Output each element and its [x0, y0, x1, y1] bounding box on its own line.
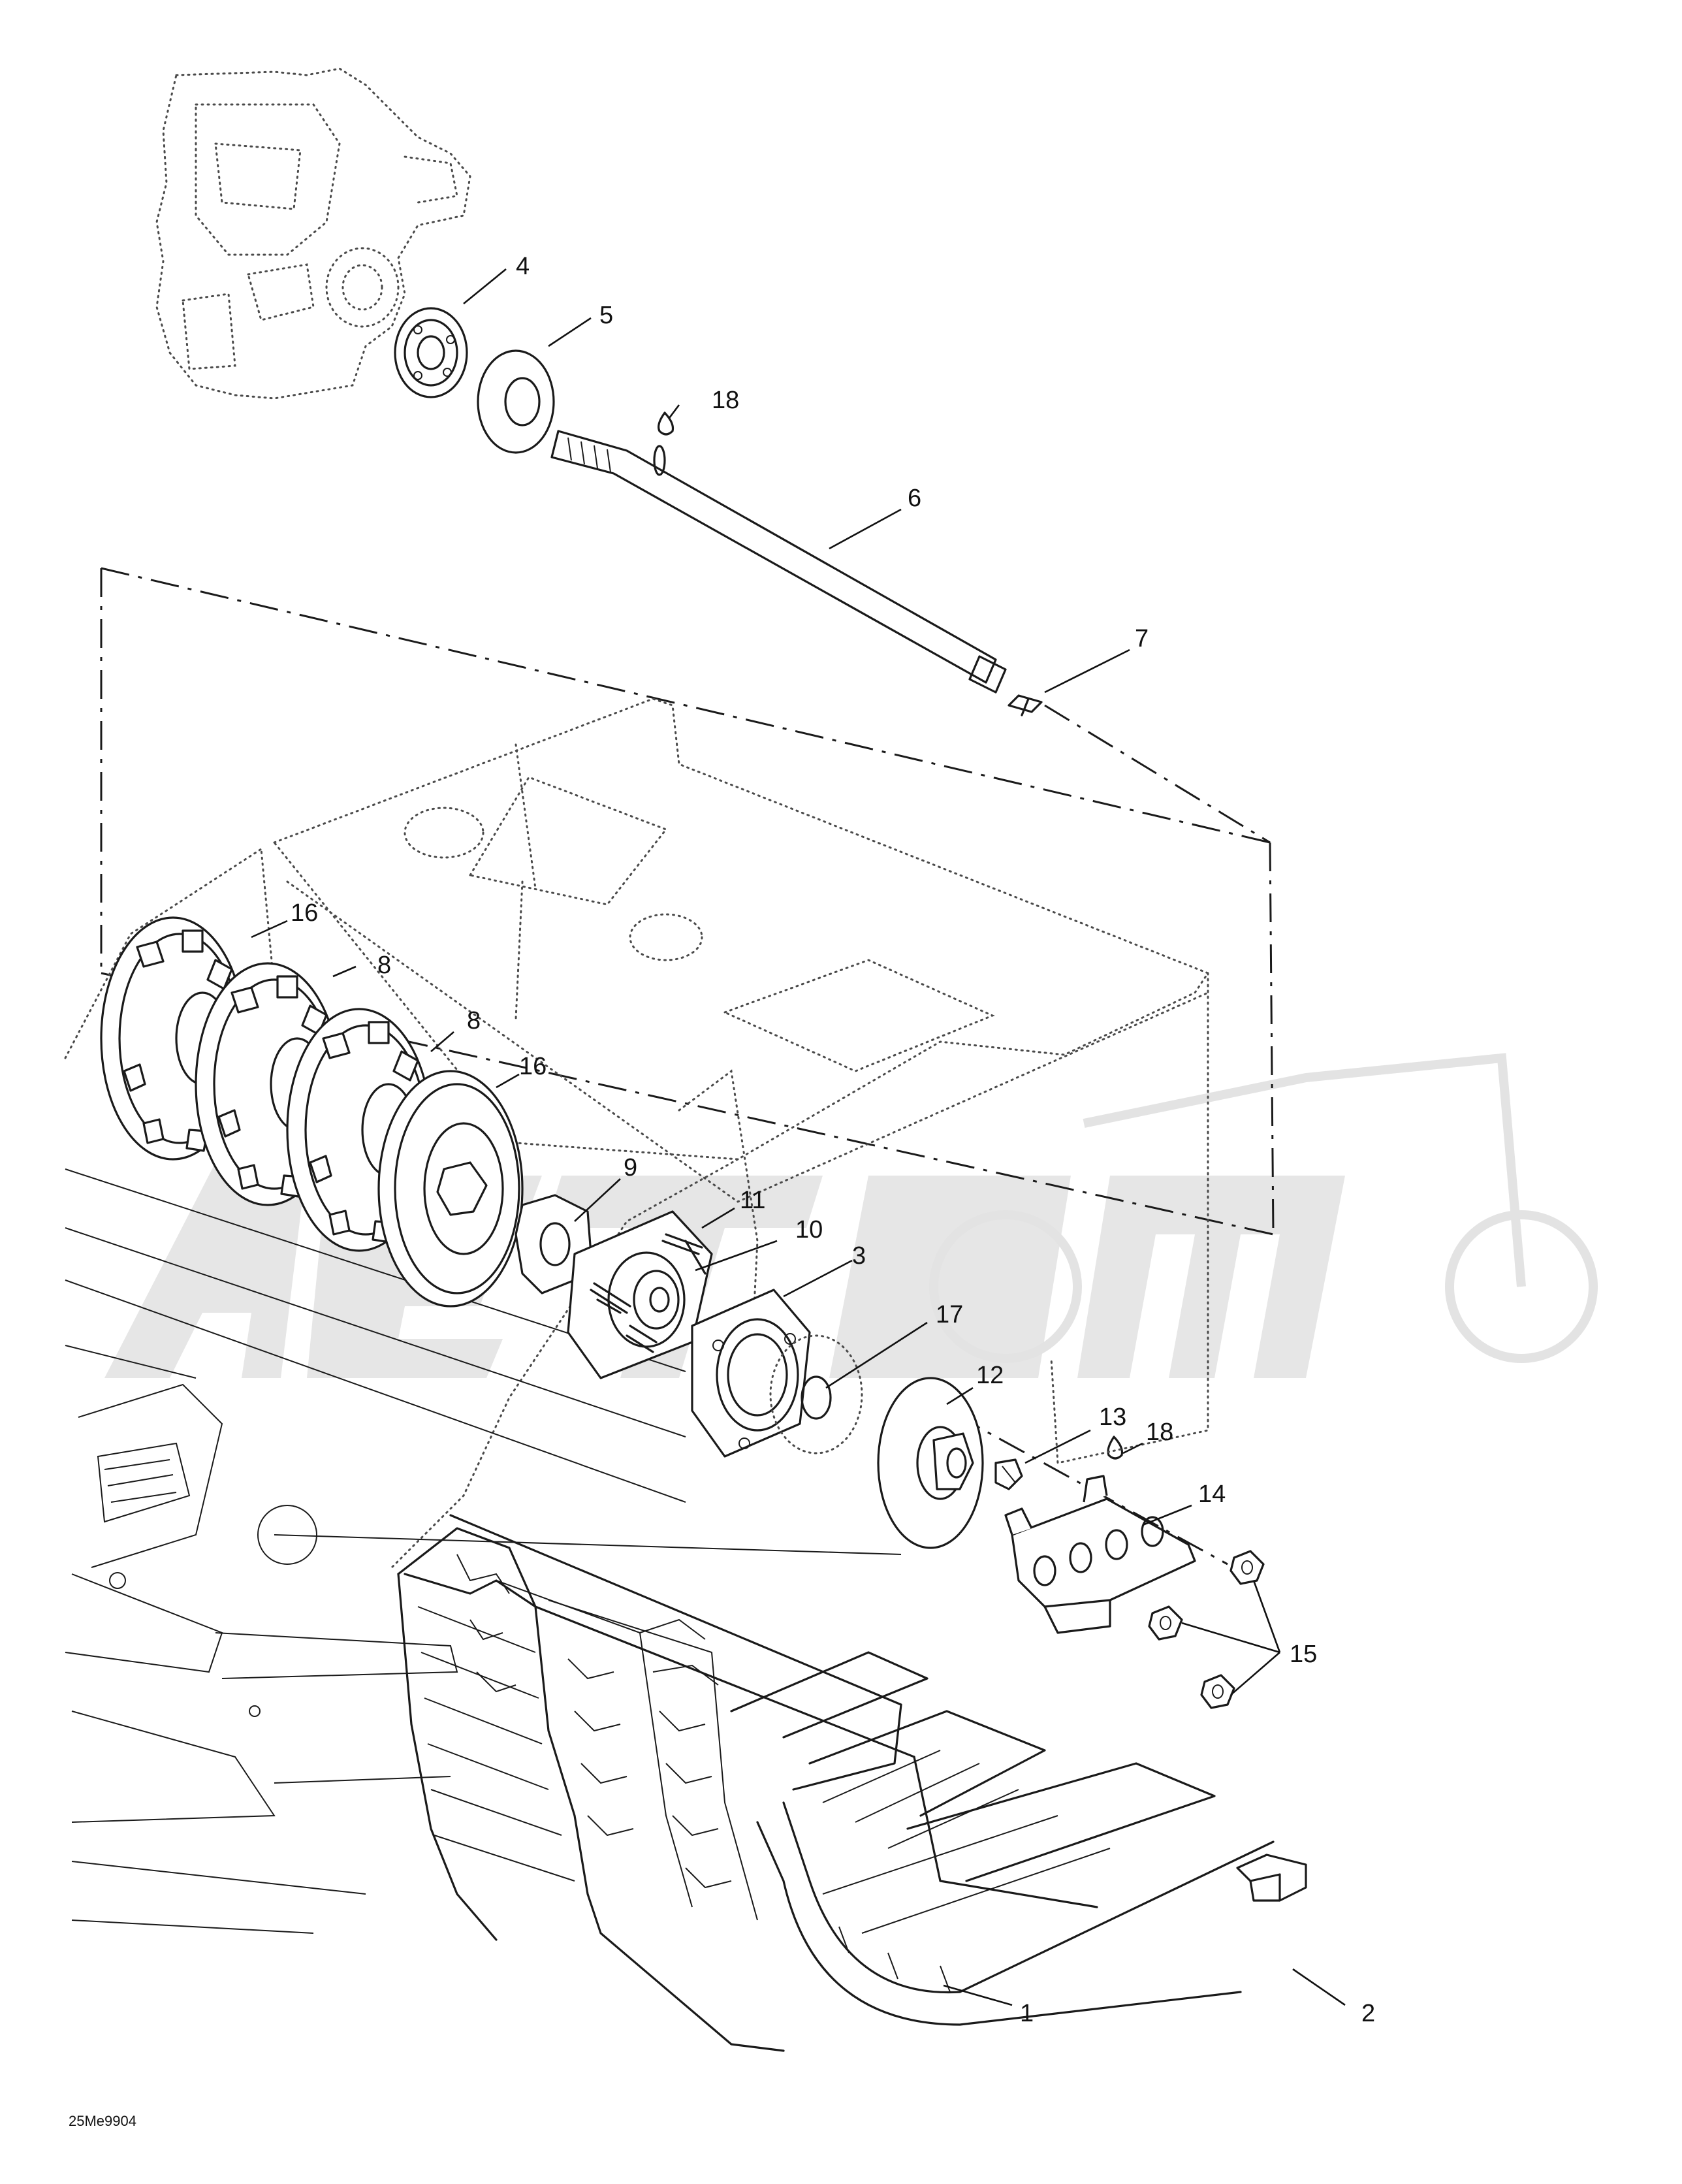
callout-12: 12: [976, 1362, 1004, 1389]
callout-8a: 8: [377, 952, 391, 979]
sprocket-16: [377, 1070, 524, 1308]
callout-11: 11: [740, 1187, 765, 1214]
lubricant-drop-icon: [1107, 1436, 1124, 1460]
drive-shaft-6: [550, 430, 1007, 694]
bearing-flange-3: [691, 1289, 811, 1458]
bracket-14: [1004, 1475, 1196, 1634]
gearbox-housing: [155, 67, 471, 400]
bearing-housing-10: [567, 1210, 713, 1379]
seal-washer-5: [477, 349, 555, 454]
callout-9: 9: [624, 1154, 637, 1181]
callout-17: 17: [936, 1301, 963, 1328]
nut-13: [994, 1458, 1023, 1490]
bearing-4: [394, 307, 468, 398]
callout-18a: 18: [712, 387, 739, 414]
callout-18b: 18: [1146, 1419, 1173, 1446]
o-ring-17: [769, 1334, 863, 1454]
callout-5: 5: [599, 302, 613, 329]
chassis-tunnel: [64, 698, 1210, 1569]
callout-3: 3: [852, 1242, 866, 1270]
callout-10: 10: [795, 1216, 823, 1244]
leader-lines: [251, 268, 1346, 2006]
callout-14: 14: [1198, 1481, 1226, 1508]
slider-clip-2: [1236, 1854, 1307, 1902]
track-1: [397, 1514, 1275, 2052]
lock-clip-7: [1008, 694, 1043, 716]
callout-1: 1: [1020, 2000, 1034, 2027]
callout-6: 6: [908, 485, 921, 512]
callout-16a: 16: [291, 899, 318, 927]
callout-16b: 16: [519, 1053, 547, 1080]
callout-15: 15: [1290, 1641, 1317, 1668]
nut-15: [1230, 1550, 1265, 1585]
callout-labels: 4 5 18 6 7 16 8 8 16 9 11 10 3 17 12 13 …: [69, 253, 1375, 2129]
callout-13: 13: [1099, 1404, 1126, 1431]
callout-8b: 8: [467, 1007, 481, 1035]
nut-15: [1148, 1605, 1183, 1641]
callout-4: 4: [516, 253, 530, 280]
lubricant-drop-icon: [658, 411, 674, 436]
callout-2: 2: [1361, 2000, 1375, 2027]
callout-7: 7: [1135, 625, 1149, 652]
nut-15: [1200, 1674, 1235, 1709]
hub-flange-12: [877, 1377, 984, 1549]
drawing-code: 25Me9904: [69, 2113, 136, 2129]
